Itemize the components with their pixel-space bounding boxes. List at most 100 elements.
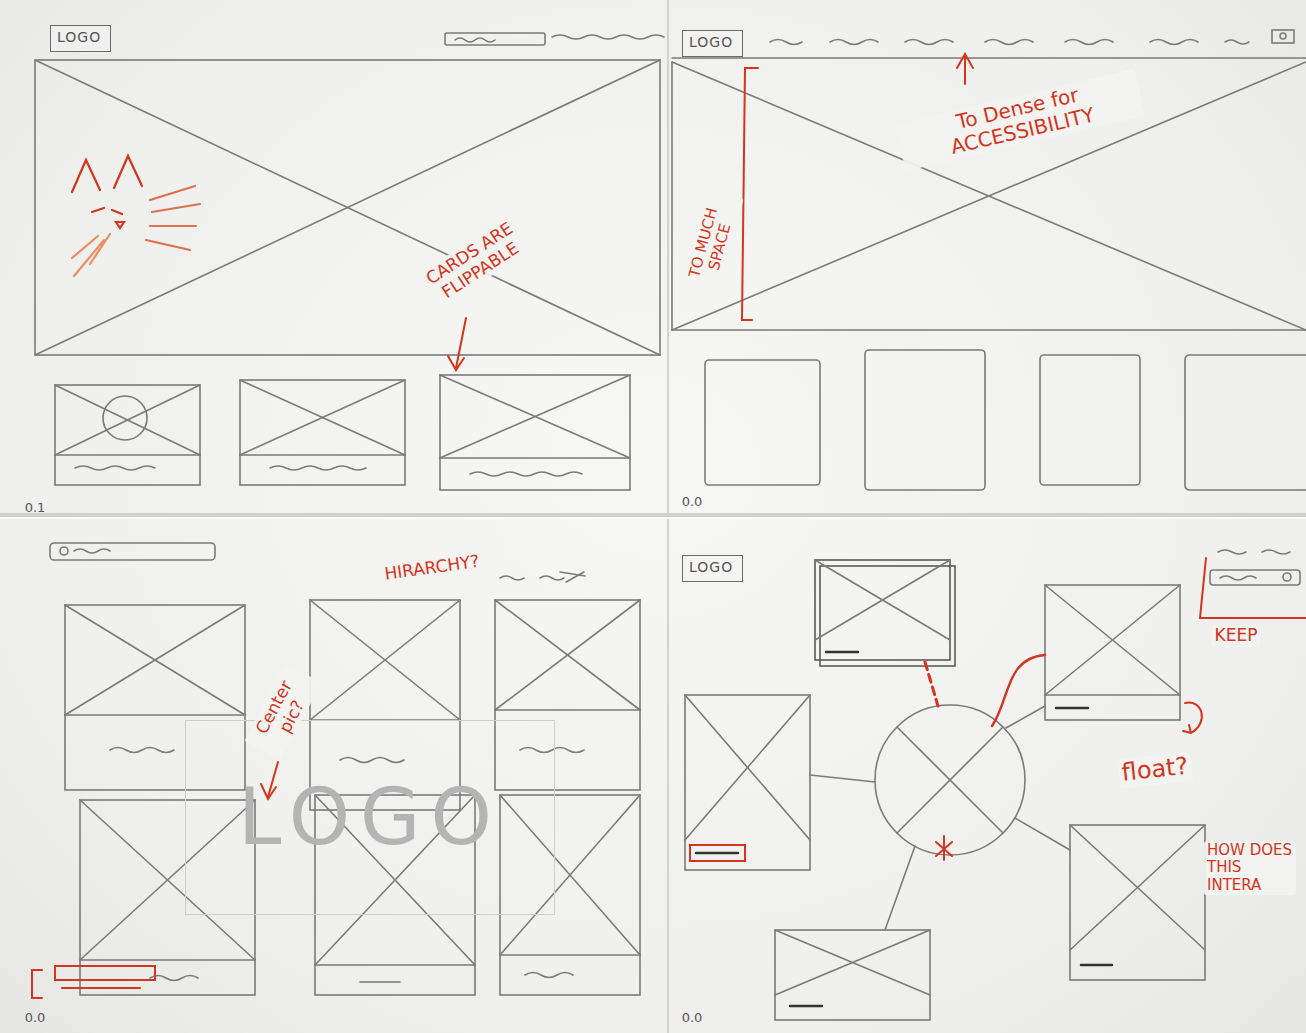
pencil-sketch [525,973,573,978]
pencil-sketch [240,380,405,455]
pencil-sketch [685,550,1300,1020]
pencil-sketch [440,375,630,458]
pencil-sketch [440,457,630,459]
pencil-sketch [445,33,545,45]
pencil-sketch [55,385,200,485]
annotation-bracket [742,54,973,320]
pencil-sketch [1045,585,1180,695]
pencil-sketch [865,350,985,490]
sticky-note: TO MUCH SPACE [681,189,744,301]
pencil-sketch [340,758,404,763]
pencil-sketch [500,795,640,955]
pencil-sketch [500,795,640,995]
pencil-sketch [80,800,255,960]
annotation-bracket [62,987,140,989]
pencil-sketch [80,800,255,960]
pencil-sketch [705,360,820,485]
pencil-sketch [35,60,660,355]
pencil-sketch [470,472,582,476]
pencil-sketch [1045,585,1180,720]
logo-text: LOGO [689,34,733,51]
sticky-note: CARDS ARE FLIPPABLE [407,208,543,317]
pencil-sketch [672,62,1306,330]
pencil-sketch [1218,550,1290,554]
pencil-sketch [672,57,1306,59]
pencil-sketch [500,576,524,580]
cat-doodle [72,234,110,276]
logo-box: LOGO [682,555,743,582]
sticky-note: float? [1117,751,1192,788]
pencil-sketch [500,795,640,955]
pencil-sketch [1185,355,1306,490]
pencil-sketch [1065,40,1113,45]
sticky-note: Center pic? [244,664,322,761]
pencil-sketch [1015,818,1070,850]
caption-bar [696,652,1112,1006]
pencil-sketch [50,543,215,560]
logo-text: LOGO [689,559,733,576]
caption-bar [1081,964,1112,967]
pencil-sketch [672,329,1306,331]
pencil-sketch [495,600,640,710]
logo-box: LOGO [50,25,111,52]
pencil-sketch [35,60,660,355]
pencil-sketch [55,454,200,456]
pencil-sketch [360,981,400,983]
pencil-sketch [455,38,495,42]
pencil-sketch [775,930,930,995]
annotation-bracket [742,68,758,320]
pencil-sketch [770,40,802,45]
annotation-arrow [448,318,466,370]
pencil-sketch [810,775,875,782]
pencil-sketch [1070,825,1205,980]
annotation-mark [936,836,952,860]
logo-box: LOGO [682,30,743,57]
pencil-sketch [685,695,810,840]
pencil-sketch [1006,706,1045,728]
pencil-sketch [270,466,366,470]
pencil-sketch [775,930,930,995]
pencil-sketch [1283,573,1291,581]
cat-doodle [114,156,142,188]
pencil-sketch [897,727,1003,833]
annotation-mark [690,558,1306,861]
pencil-sketch [60,547,68,555]
pencil-sketch [1220,576,1256,580]
pencil-sketch [75,466,155,470]
pencil-sketch [1040,355,1140,485]
pencil-sketch [440,375,630,490]
pencil-sketch [1210,570,1300,585]
pencil-sketch [552,35,664,39]
pencil-sketch [74,549,110,553]
pencil-sketch [540,572,585,582]
pencil-sketch [310,600,460,720]
pencil-sketch [495,600,640,710]
logo-watermark: LOGO [185,720,555,915]
caption-bar [826,651,858,654]
caption-bar [1056,707,1088,710]
annotation-bracket [55,966,155,980]
pencil-sketch [35,33,664,490]
pencil-sketch [1045,694,1180,696]
pencil-sketch [815,560,950,640]
sticky-note: To Dense for ACCESSIBILITY [895,69,1145,171]
caption-bar [790,1005,822,1008]
pencil-sketch [65,605,245,790]
pencil-sketch [905,40,953,45]
pencil-sketch [150,976,198,981]
pencil-sketch [440,375,630,458]
pencil-sketch [35,60,660,355]
pencil-sketch [240,380,405,485]
pencil-sketch [80,959,255,961]
pencil-sketch [685,695,810,840]
page-number: 0.0 [679,494,706,511]
pencil-sketch [495,600,640,790]
page-number: 0.1 [22,500,49,517]
paper-fold [0,513,1306,517]
annotation-mark [925,662,938,706]
annotation-mark [992,655,1045,726]
pencil-sketch [672,30,1306,490]
pencil-sketch [1225,40,1249,44]
